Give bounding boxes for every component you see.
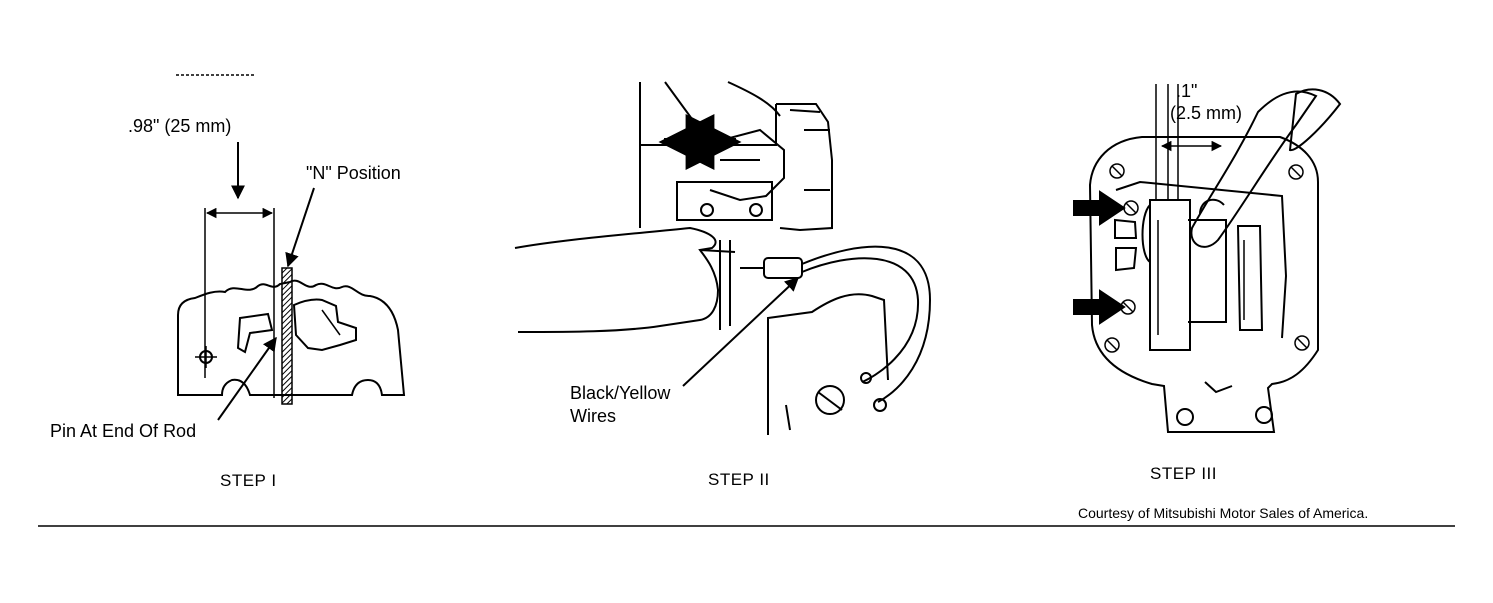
step-2-wires-label-line2: Wires (570, 406, 616, 426)
step-2-caption: STEP II (708, 470, 770, 489)
step-2-wires-label-line1: Black/Yellow (570, 383, 671, 403)
step-1-pin-label: Pin At End Of Rod (50, 421, 197, 441)
step-2-drawing (514, 81, 932, 435)
step-3-dimension-label-line2: (2.5 mm) (1170, 103, 1242, 123)
step-1-dimension-label: .98" (25 mm) (128, 116, 232, 136)
step-1-caption: STEP I (220, 471, 277, 490)
step-1-position-label: "N" Position (306, 163, 401, 183)
step-3-drawing (1073, 84, 1342, 433)
credit-line: Courtesy of Mitsubishi Motor Sales of Am… (1078, 505, 1369, 521)
step-3-caption: STEP III (1150, 464, 1217, 483)
step-3-dimension-label-line1: .1" (1176, 81, 1198, 101)
step-1-drawing (176, 74, 406, 421)
